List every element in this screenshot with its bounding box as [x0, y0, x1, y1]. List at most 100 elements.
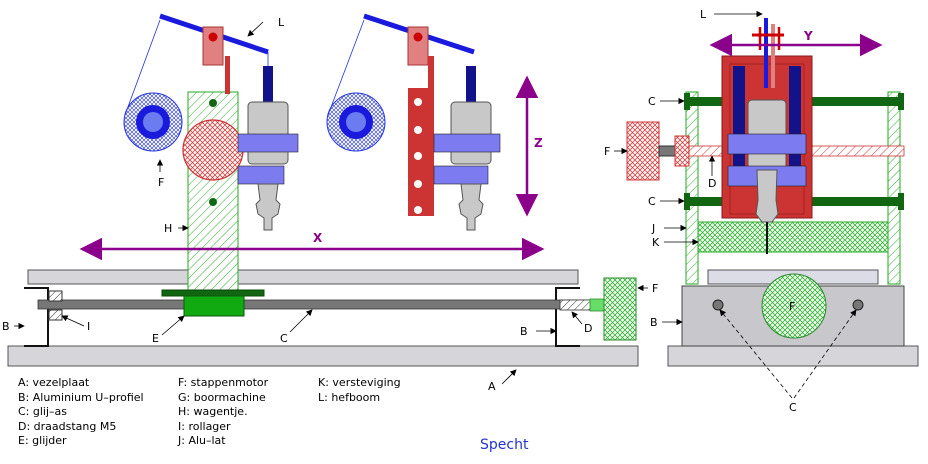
legend-item: A: vezelplaat: [18, 376, 90, 389]
cable: [124, 19, 161, 116]
slider: [183, 295, 245, 317]
drill-clamp-top: [433, 133, 501, 153]
pivot-post: [428, 56, 434, 216]
top-plate: [27, 269, 579, 285]
legend-item: K: versteviging: [318, 376, 401, 389]
callout-i: I: [87, 320, 90, 333]
drill-chuck: [255, 183, 281, 231]
lever-pivot: [208, 32, 218, 42]
bar-cap: [684, 193, 690, 210]
z-guide-right: [789, 66, 801, 186]
callout-b: B: [650, 316, 658, 329]
callout-f: F: [789, 300, 795, 313]
upright-right: [887, 91, 901, 285]
callout-d: D: [584, 322, 592, 335]
legend-item: F: stappenmotor: [178, 376, 269, 389]
callout-c: C: [648, 95, 656, 108]
reinforcement: [697, 221, 889, 253]
callout-f: F: [158, 176, 164, 189]
legend-item: E: glijder: [18, 434, 67, 447]
z-guide-left: [733, 66, 745, 186]
bar-cap: [898, 93, 904, 110]
callout-h: H: [164, 222, 172, 235]
drill-body: [247, 101, 289, 165]
rail-hole: [414, 98, 422, 106]
stepper-motor-x: [603, 277, 637, 341]
leader-l: [247, 21, 264, 37]
axis-label-z: Z: [534, 136, 543, 150]
motor-coupling: [589, 298, 605, 312]
legend-column-3: K: versteviging L: hefboom: [318, 376, 401, 405]
callout-c: C: [280, 332, 288, 345]
spool-center: [143, 112, 163, 132]
rail-hole: [414, 152, 422, 160]
callout-c: C: [648, 195, 656, 208]
rail-hole: [414, 126, 422, 134]
callout-l: L: [278, 16, 285, 29]
slider-rail: [161, 289, 265, 297]
bar-cap: [898, 193, 904, 210]
legend-item: G: boormachine: [178, 390, 266, 404]
leader-a: [501, 369, 517, 385]
drill-clamp-bottom: [433, 165, 489, 185]
callout-b: B: [520, 325, 528, 338]
bar-cap: [684, 93, 690, 110]
base-plate-side: [667, 345, 919, 367]
base-plate: [7, 345, 639, 367]
callout-j: J: [651, 222, 655, 235]
roller-bearing-top: [48, 290, 63, 302]
cable: [327, 19, 365, 116]
stepper-motor-y: [626, 121, 660, 181]
leader-c4a: [719, 309, 793, 399]
legend-item: D: draadstang M5: [18, 419, 117, 433]
callout-e: E: [152, 332, 159, 345]
drill-clamp-bottom: [237, 165, 285, 185]
lever-side-left: [764, 18, 768, 88]
callout-c: C: [789, 401, 797, 414]
drill-chuck: [458, 183, 484, 231]
legend-item: I: rollager: [178, 419, 231, 433]
legend-item: B: Aluminium U–profiel: [18, 390, 144, 404]
legend-column-2: F: stappenmotor G: boormachine H: wagent…: [178, 376, 268, 449]
drill-shaft: [263, 66, 273, 106]
callout-b: B: [2, 320, 10, 333]
lever-pivot: [413, 32, 423, 42]
rail-hole: [414, 180, 422, 188]
upright-left: [685, 91, 699, 285]
legend-column-1: A: vezelplaat B: Aluminium U–profiel C: …: [18, 376, 144, 449]
slide-shaft: [37, 299, 589, 310]
stepper-motor-z: [182, 119, 244, 181]
callout-f: F: [652, 282, 658, 295]
leader-c: [289, 309, 313, 333]
legend-item: H: wagentje.: [178, 405, 248, 418]
callout-f: F: [604, 145, 610, 158]
legend-item: L: hefboom: [318, 390, 381, 404]
drill-chuck-side: [755, 169, 779, 223]
slide-shaft-end: [852, 299, 864, 311]
drill-body: [450, 101, 492, 165]
leader-c4b: [793, 309, 857, 399]
pivot-post: [225, 56, 230, 94]
lever-pivot-block: [407, 26, 429, 66]
callout-k: K: [652, 236, 660, 249]
leader-d: [571, 311, 583, 325]
lever-pivot-block: [202, 26, 224, 66]
drill-shaft: [466, 66, 476, 106]
leader-i: [61, 315, 85, 327]
u-profile-left: [24, 287, 49, 347]
threaded-rod: [559, 299, 593, 311]
legend-item: C: glij–as: [18, 405, 68, 418]
axis-label-x: X: [313, 231, 323, 245]
carriage-hole: [209, 198, 217, 206]
carriage-hole: [209, 99, 217, 107]
drill-clamp-top: [237, 133, 299, 153]
roller-bearing-bottom: [48, 309, 63, 321]
callout-d: D: [708, 177, 716, 190]
drill-clamp-side-top: [727, 133, 807, 155]
stepper-motor-x-end: [761, 273, 827, 339]
front-view: L F H X Z F B I E C B D A: [2, 13, 658, 393]
brand-name: Specht: [480, 437, 529, 453]
motor-shaft-y: [658, 145, 676, 157]
leader-e: [161, 315, 185, 336]
